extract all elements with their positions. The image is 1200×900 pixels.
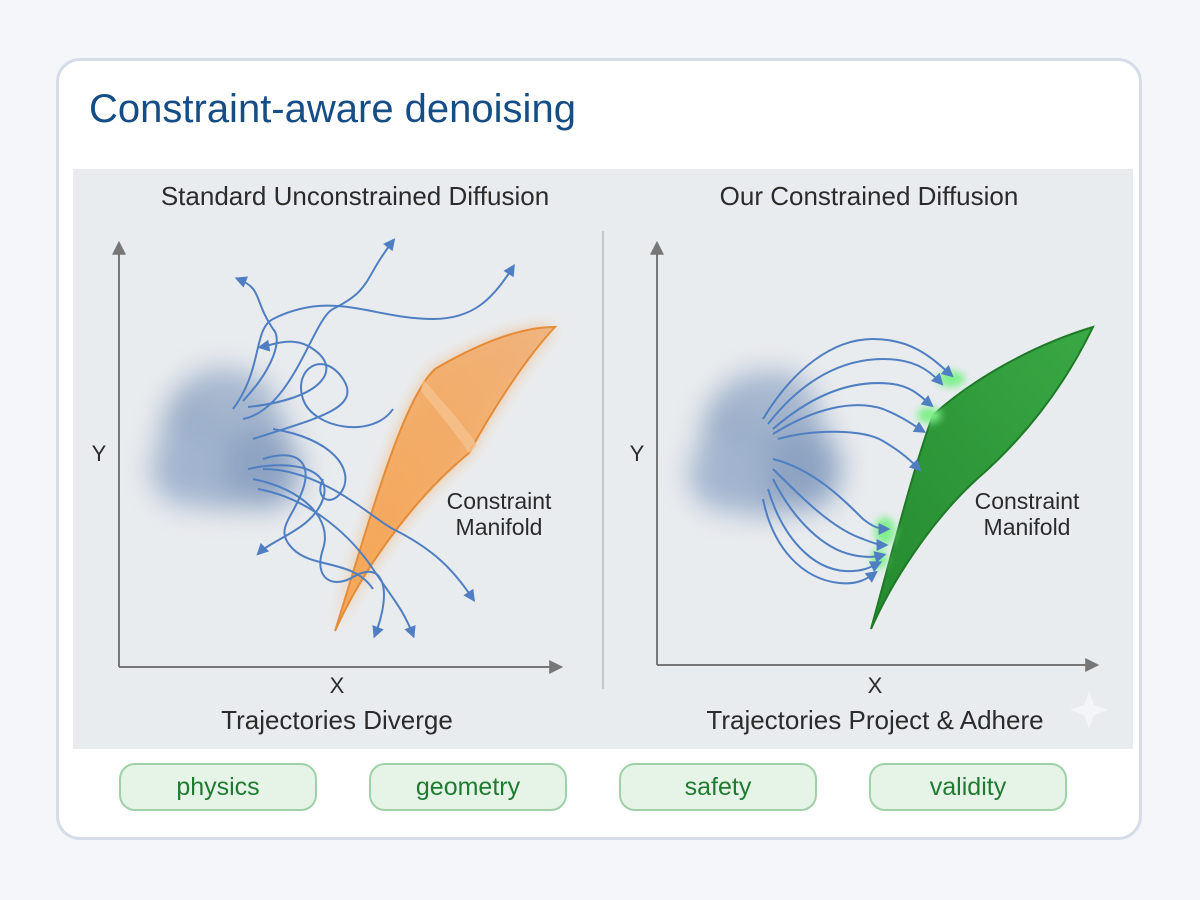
right-manifold-label-line1: Constraint [975, 488, 1080, 514]
right-x-axis-label: X [868, 673, 883, 698]
right-trajectory [762, 337, 954, 420]
tag-geometry: geometry [369, 763, 567, 811]
tag-validity: validity [869, 763, 1067, 811]
left-constraint-manifold [334, 325, 558, 632]
left-trajectory [262, 454, 374, 590]
left-trajectory [247, 339, 328, 408]
right-trajectory [772, 382, 934, 430]
left-trajectory [234, 276, 278, 402]
left-trajectory [242, 238, 396, 420]
left-x-axis-label: X [330, 673, 345, 698]
right-trajectory [772, 468, 889, 551]
tag-row: physics geometry safety validity [59, 763, 1139, 819]
left-manifold-highlight [421, 379, 477, 453]
left-trajectory [272, 428, 347, 501]
left-panel: Standard Unconstrained Diffusion Y X Co [92, 181, 564, 735]
right-noise-cloud [689, 371, 841, 516]
left-panel-caption: Trajectories Diverge [221, 705, 453, 735]
tag-safety: safety [619, 763, 817, 811]
left-trajectory [252, 363, 394, 440]
right-trajectory [772, 404, 927, 435]
right-trajectory [762, 498, 878, 585]
right-constraint-manifold [870, 325, 1095, 630]
right-trajectory [767, 488, 883, 573]
left-trajectory [262, 468, 475, 602]
left-noise-cloud [151, 369, 301, 509]
right-trajectory [777, 430, 922, 472]
right-panel: Our Constrained Diffusion Y X Constraint… [630, 181, 1100, 735]
left-y-axis-label: Y [92, 441, 107, 466]
left-panel-title: Standard Unconstrained Diffusion [161, 181, 549, 211]
right-trajectory [772, 478, 887, 563]
tag-physics: physics [119, 763, 317, 811]
sparkle-icon [1070, 691, 1108, 729]
slide-card: Constraint-aware denoising [56, 58, 1142, 840]
slide-title: Constraint-aware denoising [89, 87, 576, 131]
left-trajectory [247, 464, 326, 556]
right-trajectory [772, 458, 891, 535]
diffusion-diagram: Standard Unconstrained Diffusion Y X Co [92, 181, 1108, 735]
diffusion-comparison-figure: Standard Unconstrained Diffusion Y X Co [73, 169, 1133, 749]
right-trajectory [767, 357, 944, 425]
left-manifold-label-line2: Manifold [456, 514, 543, 540]
left-manifold-label-line1: Constraint [447, 488, 552, 514]
right-y-axis-label: Y [630, 441, 645, 466]
left-trajectories [232, 238, 515, 639]
right-trajectories [762, 337, 954, 585]
right-panel-title: Our Constrained Diffusion [720, 181, 1019, 211]
right-manifold-label-line2: Manifold [984, 514, 1071, 540]
right-panel-caption: Trajectories Project & Adhere [706, 705, 1043, 735]
